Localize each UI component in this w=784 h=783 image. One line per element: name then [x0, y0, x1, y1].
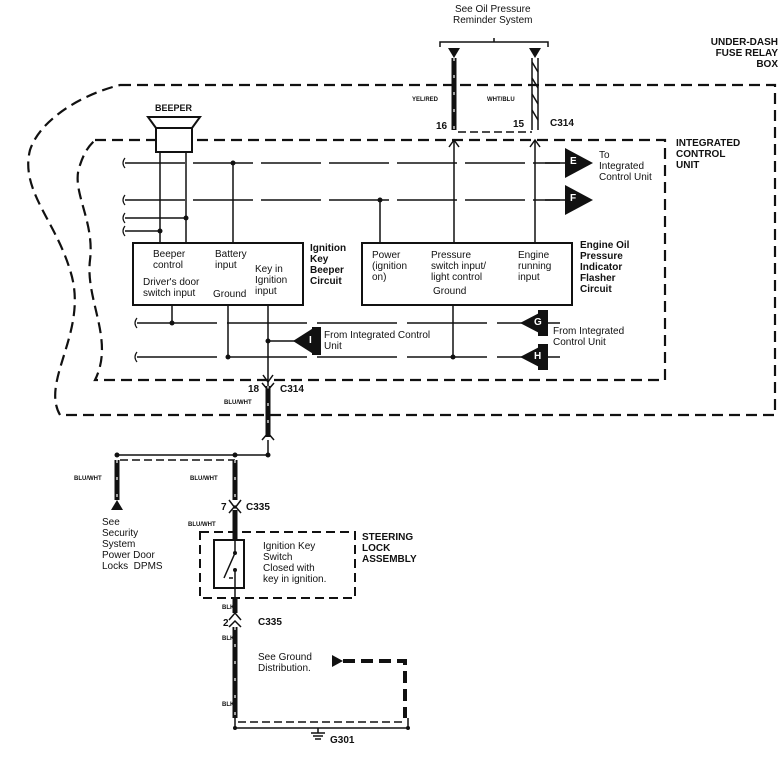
flag-g-label: From Integrated Control Unit: [553, 326, 625, 348]
wire-break-marks: [122, 157, 138, 363]
icu-box-outline: [76, 138, 667, 382]
steering-lock-outline: [199, 531, 356, 599]
wire-label-wht-blu: WHT/BLU: [487, 97, 515, 103]
wire-label-blu-wht-3: BLU/WHT: [190, 476, 218, 482]
connector-c314-bottom: C314: [280, 384, 304, 395]
wire-label-blk-2: BLK: [222, 636, 235, 642]
pin-power: Power (ignition on): [372, 250, 408, 283]
pin-ground-beeper: Ground: [213, 289, 247, 300]
flag-f-letter: F: [570, 193, 577, 204]
pin-7: 7: [221, 502, 227, 513]
flag-h: [520, 344, 548, 370]
flasher-circuit-title: Engine Oil Pressure Indicator Flasher Ci…: [580, 240, 630, 295]
pin-16: 16: [436, 121, 448, 132]
flag-i-letter: I: [309, 335, 312, 346]
ground-distribution-ref: See Ground Distribution.: [258, 652, 312, 674]
connector-c335-bottom: C335: [258, 617, 282, 628]
flag-i: [293, 327, 321, 355]
top-bracket: [439, 38, 549, 47]
wire-label-blu-wht-4: BLU/WHT: [188, 522, 216, 528]
beeper-horn: [146, 116, 202, 129]
pin-ground-flasher: Ground: [433, 286, 467, 297]
wire-label-blu-wht-1: BLU/WHT: [224, 400, 252, 406]
flag-g: [520, 310, 548, 336]
flag-i-label: From Integrated Control Unit: [324, 330, 431, 352]
pin-key-in-ignition: Key in Ignition input: [255, 264, 288, 297]
flag-e-label: To Integrated Control Unit: [599, 150, 652, 183]
pin-battery-input: Battery input: [215, 249, 247, 271]
ground-g301: G301: [330, 735, 355, 746]
wire-label-blk-1: BLK: [222, 605, 235, 611]
flag-f: [545, 185, 593, 215]
arrow-wht-blu: [529, 48, 541, 58]
beeper-circuit-title: Ignition Key Beeper Circuit: [310, 243, 347, 287]
wire-label-blu-wht-2: BLU/WHT: [74, 476, 102, 482]
flasher-circuit-box: [361, 242, 573, 306]
pin-18: 18: [248, 384, 260, 395]
flag-e-letter: E: [570, 156, 577, 167]
pin-2: 2: [223, 618, 229, 629]
pin-engine-running: Engine running input: [518, 250, 552, 283]
steering-lock-label: STEERING LOCK ASSEMBLY: [362, 532, 417, 565]
flag-g-letter: G: [534, 317, 542, 328]
security-arrow: [111, 500, 123, 510]
flag-h-letter: H: [534, 351, 542, 362]
connector-c335-top: C335: [246, 502, 270, 513]
pin-pressure-switch: Pressure switch input/ light control: [431, 250, 487, 283]
ignition-switch-box: [213, 539, 245, 589]
beeper-body: [155, 127, 193, 153]
icu-label: INTEGRATED CONTROL UNIT: [676, 138, 741, 171]
beeper-label: BEEPER: [155, 103, 193, 113]
fuse-relay-box-label: UNDER-DASH FUSE RELAY BOX: [710, 37, 778, 70]
arrow-yel-red: [448, 48, 460, 58]
connector-c314-top: C314: [550, 118, 574, 129]
wire-label-yel-red: YEL/RED: [412, 97, 439, 103]
security-ref: See Security System Power Door Locks DPM…: [102, 517, 163, 572]
oil-pressure-ref: See Oil Pressure Reminder System: [453, 4, 533, 26]
flag-e: [545, 148, 593, 178]
pin-15: 15: [513, 119, 525, 130]
beeper-circuit-box: [132, 242, 304, 306]
pin-beeper-control: Beeper control: [153, 249, 186, 271]
pin-drivers-door: Driver's door switch input: [143, 277, 200, 299]
wire-label-blk-3: BLK: [222, 702, 235, 708]
ignition-key-switch-label: Ignition Key Switch Closed with key in i…: [263, 541, 327, 585]
